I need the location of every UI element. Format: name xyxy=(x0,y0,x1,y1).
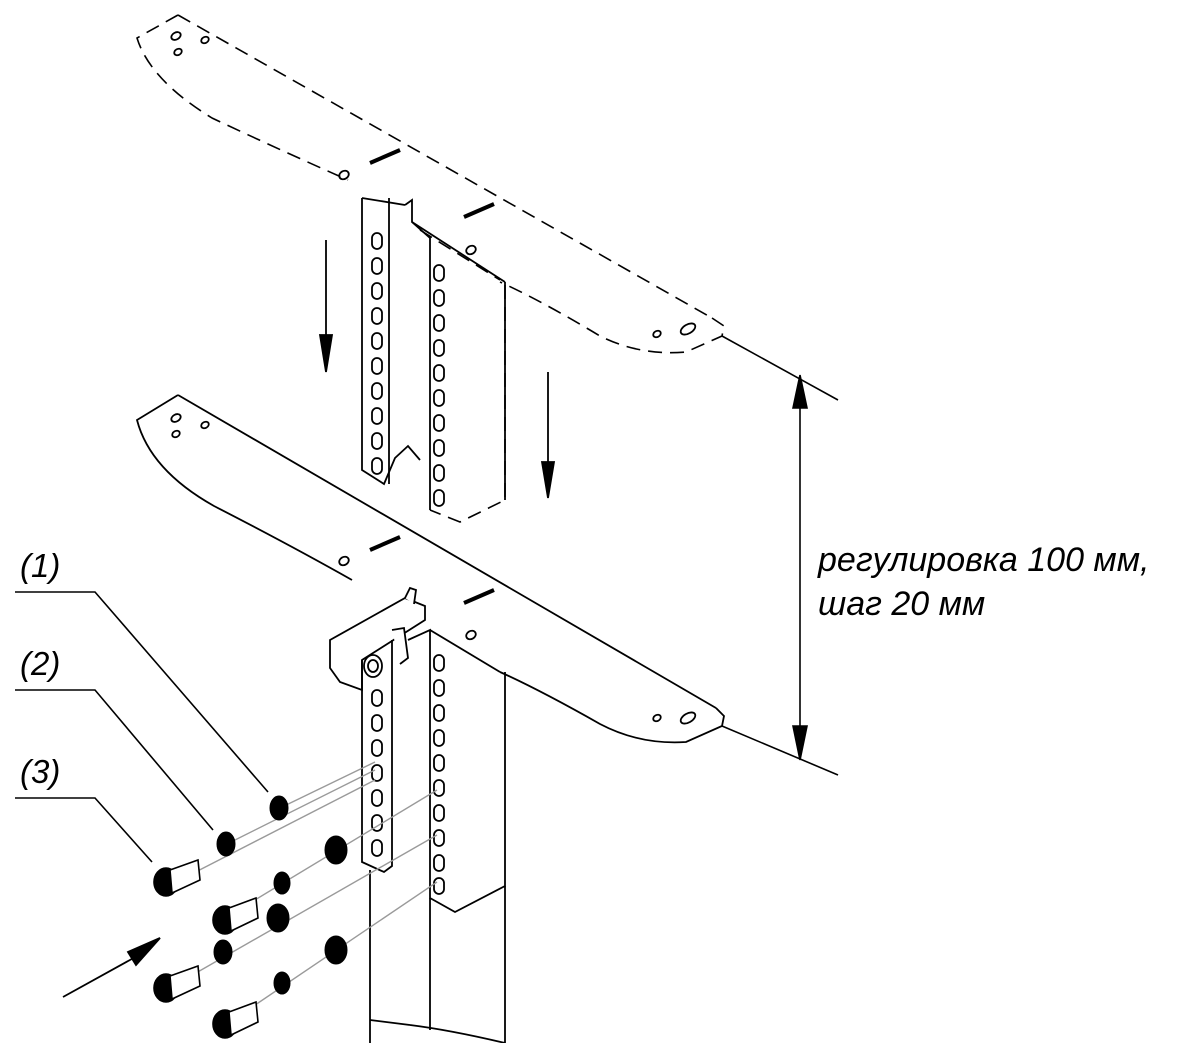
bolt-icon xyxy=(153,858,259,1039)
callout-leaders xyxy=(15,591,269,863)
fastener-alignment-lines xyxy=(174,761,438,1023)
move-down-arrows xyxy=(318,240,556,499)
washer-large-icon xyxy=(213,831,348,965)
callout-1-label: (1) xyxy=(20,547,61,584)
clamp-bracket xyxy=(329,586,426,692)
bracket-phantom xyxy=(136,14,725,523)
post-lower-section xyxy=(361,628,506,1043)
post-lower-slots xyxy=(371,654,445,895)
bracket-phantom-features xyxy=(170,31,697,339)
post-upper-slots xyxy=(371,232,445,507)
adjustment-note-line2: шаг 20 мм xyxy=(818,585,986,624)
insert-direction-arrow xyxy=(62,937,161,998)
adjustment-note-line1: регулировка 100 мм, xyxy=(818,541,1150,579)
dimension-lines xyxy=(721,335,839,776)
bracket-installed-features xyxy=(170,413,697,725)
callout-3-label: (3) xyxy=(20,753,61,790)
post-upper-section xyxy=(361,197,506,510)
callout-2-label: (2) xyxy=(20,645,61,682)
washer-small-icon xyxy=(269,795,291,995)
adjustment-note: регулировка 100 мм, шаг 20 мм xyxy=(818,538,1150,626)
bracket-installed xyxy=(135,394,725,744)
